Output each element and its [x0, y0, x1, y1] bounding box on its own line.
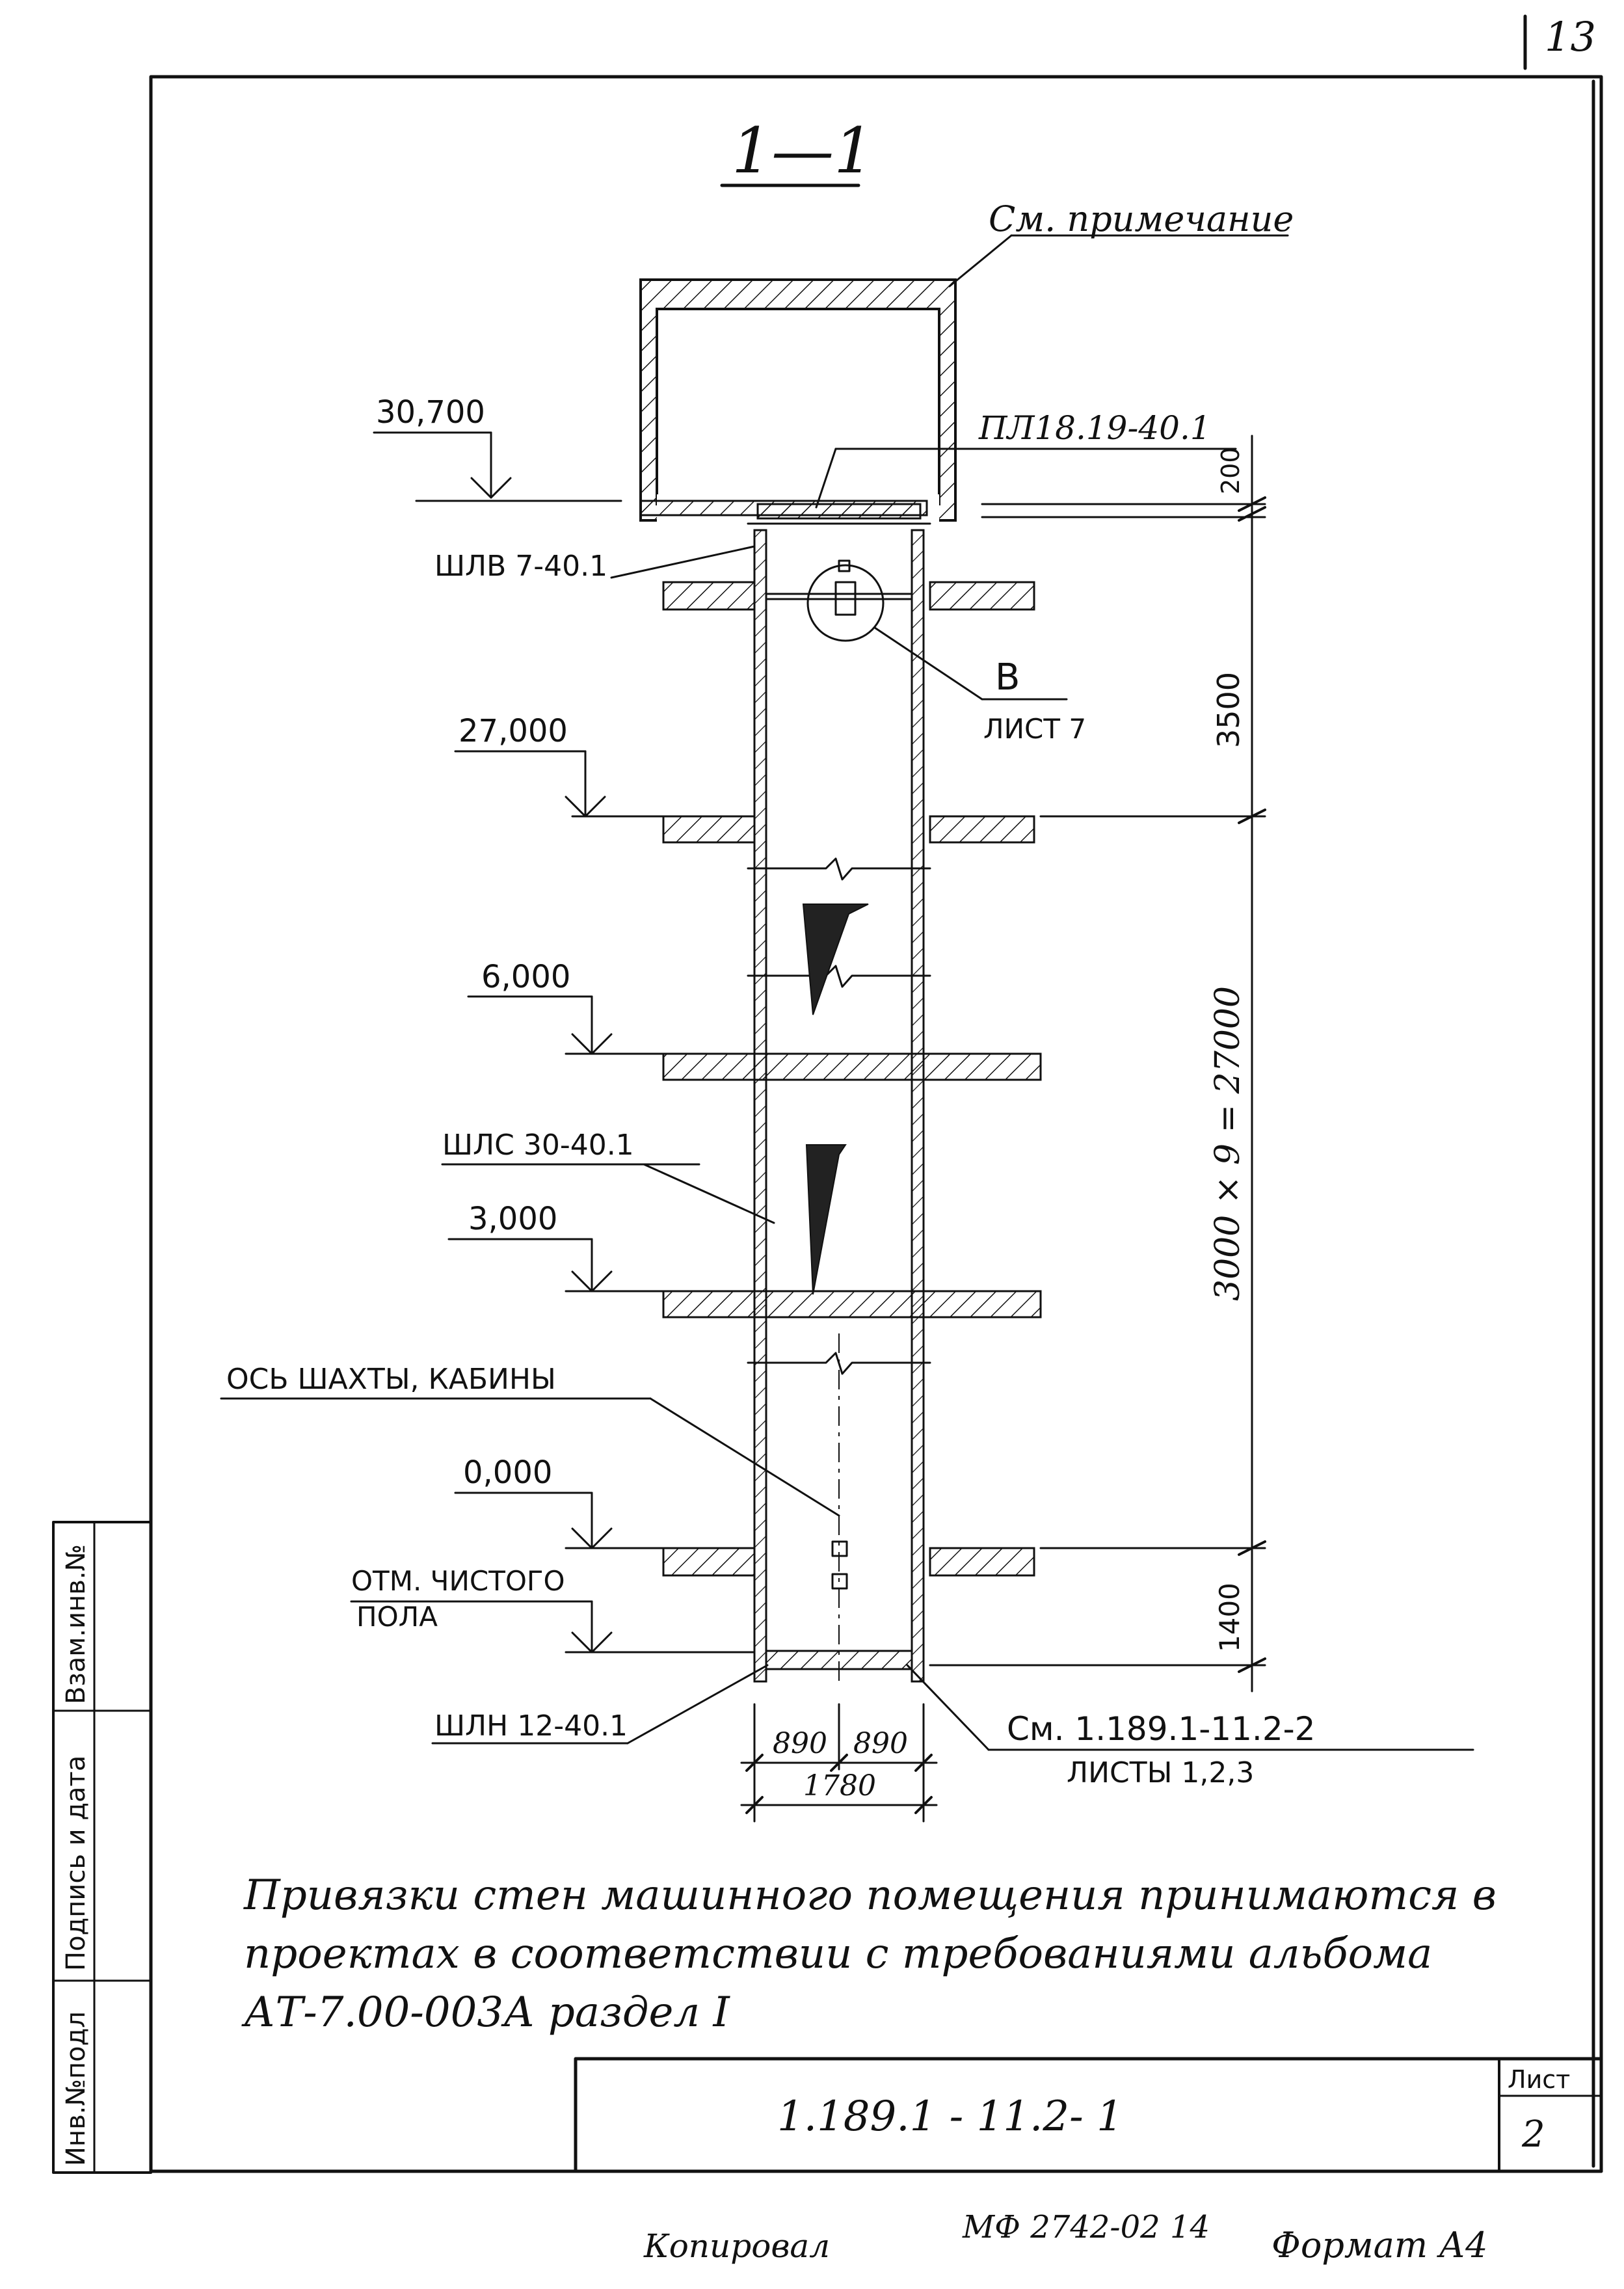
clean-floor-marker — [350, 1600, 756, 1653]
see-note-label: См. примечание — [989, 198, 1294, 239]
axis-label: ОСЬ ШАХТЫ, КАБИНЫ — [226, 1363, 556, 1396]
footer-format: Формат А4 — [1271, 2225, 1488, 2266]
elevation-marker-30700 — [373, 431, 622, 502]
axis-bracket-top — [831, 1540, 848, 1557]
upper-shaft-label: ШЛВ 7-40.1 — [434, 550, 607, 583]
detail-circle — [806, 564, 885, 642]
elevation-marker-3000 — [447, 1238, 665, 1292]
dim-half-left: 890 — [773, 1727, 827, 1760]
stamp-inv-orig: Инв.№подл — [61, 2011, 91, 2166]
designation: 1.189.1 - 11.2- 1 — [777, 2093, 1123, 2141]
machine-room — [639, 278, 957, 530]
detail-bracket — [834, 581, 857, 616]
dim-upper: 3500 — [1211, 672, 1246, 748]
dim-half-right: 890 — [853, 1727, 908, 1760]
detail-sheet: ЛИСТ 7 — [983, 713, 1086, 745]
detail-leader — [873, 626, 983, 701]
elevation-27000: 27,000 — [459, 713, 568, 749]
elevation-0000: 0,000 — [463, 1454, 552, 1491]
note-line-3: АТ-7.00-003А раздел I — [241, 1988, 730, 2037]
shaft-walls — [747, 522, 931, 1683]
door-elements — [802, 904, 869, 1295]
clean-floor-label-1: ОТМ. ЧИСТОГО — [351, 1565, 565, 1597]
top-bracket — [838, 559, 851, 572]
see-ref-leader — [906, 1664, 990, 1751]
pit-shaft-leader — [626, 1664, 769, 1745]
sheet-label: Лист — [1508, 2065, 1570, 2094]
axis-bracket-bottom — [831, 1573, 848, 1590]
detail-letter: В — [995, 656, 1020, 699]
upper-shaft-leader — [610, 545, 756, 579]
sheet-number: 2 — [1521, 2113, 1545, 2156]
side-stamp — [52, 1521, 152, 2174]
elevation-marker-27000 — [454, 750, 665, 818]
floor-slabs — [662, 581, 1042, 1670]
page-number: 13 — [1545, 13, 1596, 60]
footer-code: МФ 2742-02 14 — [962, 2209, 1210, 2245]
footer-copied: Копировал — [643, 2227, 830, 2265]
pit-shaft-label: ШЛН 12-40.1 — [434, 1709, 628, 1743]
elevation-3000: 3,000 — [468, 1201, 557, 1237]
section-title: 1—1 — [732, 114, 873, 187]
elevation-marker-6000 — [467, 995, 665, 1055]
slab-leader — [815, 448, 837, 509]
title-block — [574, 2057, 1603, 2173]
middle-shaft-label: ШЛС 30-40.1 — [442, 1129, 634, 1162]
note-line-1: Привязки стен машинного помещения приним… — [243, 1871, 1497, 1920]
elevation-6000: 6,000 — [481, 959, 570, 995]
see-ref-sheets: ЛИСТЫ 1,2,3 — [1067, 1756, 1254, 1789]
note-line-2: проектах в соответствии с требованиями а… — [244, 1930, 1432, 1978]
see-ref-label: См. 1.189.1-11.2-2 — [1007, 1710, 1316, 1748]
see-note-leader — [948, 234, 1013, 288]
dim-middle: 3000 × 9 = 27000 — [1208, 986, 1247, 1301]
width-dimension-lines — [740, 1703, 938, 1823]
elevation-marker-0000 — [454, 1492, 665, 1549]
stamp-inv-repl: Взам.инв.№ — [61, 1544, 91, 1704]
dim-pit: 1400 — [1214, 1583, 1245, 1652]
middle-shaft-leader — [643, 1163, 775, 1224]
axis-label-leader — [649, 1397, 840, 1517]
dim-width: 1780 — [803, 1769, 876, 1802]
dim-top: 200 — [1216, 447, 1245, 494]
elevation-30700: 30,700 — [376, 394, 485, 431]
clean-floor-label-2: ПОЛА — [356, 1601, 438, 1633]
slab-label: ПЛ18.19-40.1 — [978, 409, 1211, 447]
slab — [756, 503, 922, 520]
stamp-sign-date: Подпись и дата — [61, 1756, 91, 1971]
right-dimension-line — [929, 435, 1266, 1693]
